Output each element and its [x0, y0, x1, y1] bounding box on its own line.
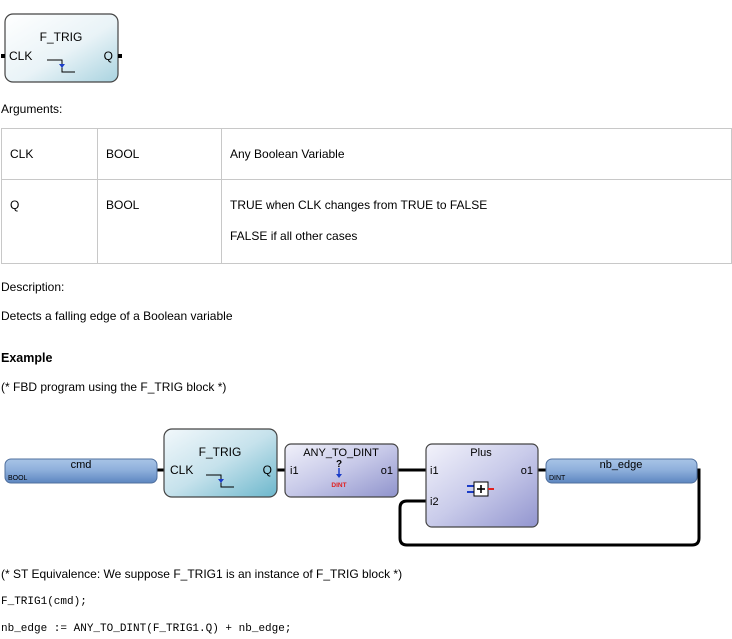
argument-description: Any Boolean Variable — [230, 147, 345, 161]
plus-input1-label: i1 — [430, 465, 439, 477]
top-block-output-label: Q — [104, 49, 113, 63]
plus-block-title: Plus — [470, 447, 492, 459]
argument-type: BOOL — [106, 198, 140, 212]
addition-operator-icon — [467, 481, 494, 497]
ftrig-output-label: Q — [263, 463, 272, 477]
input-variable-name: cmd — [71, 459, 92, 471]
any-type-question-mark: ? — [336, 459, 342, 470]
output-variable-nb-edge[interactable]: nb_edge DINT — [545, 458, 698, 484]
type-conversion-arrow-icon — [336, 468, 342, 478]
plus-output-label: o1 — [521, 465, 533, 477]
example-heading: Example — [1, 351, 53, 365]
top-ftrig-block: F_TRIG CLK Q — [1, 13, 122, 83]
ftrig-block-title: F_TRIG — [199, 445, 242, 459]
st-code-line: F_TRIG1(cmd); — [1, 596, 87, 608]
top-clk-pin — [1, 54, 5, 58]
output-variable-type: DINT — [549, 475, 566, 482]
output-variable-name: nb_edge — [600, 459, 643, 471]
wires — [157, 468, 701, 547]
argument-type: BOOL — [106, 147, 140, 161]
any-to-dint-target-type: DINT — [331, 482, 346, 489]
table-row: Q BOOL TRUE when CLK changes from TRUE t… — [1, 179, 732, 264]
argument-description: TRUE when CLK changes from TRUE to FALSE — [230, 198, 488, 212]
any-to-dint-block[interactable]: ANY_TO_DINT i1 o1 ? DINT — [284, 443, 399, 498]
table-row: CLK BOOL Any Boolean Variable — [1, 128, 732, 180]
description-text: Detects a falling edge of a Boolean vari… — [1, 309, 233, 323]
any-to-dint-output-label: o1 — [381, 465, 393, 477]
falling-edge-icon — [47, 59, 75, 73]
arguments-heading: Arguments: — [1, 102, 63, 116]
plus-input2-label: i2 — [430, 496, 439, 508]
input-variable-type: BOOL — [8, 475, 28, 482]
any-to-dint-title: ANY_TO_DINT — [303, 447, 379, 459]
plus-block[interactable]: Plus i1 i2 o1 — [425, 443, 539, 528]
top-block-input-label: CLK — [9, 49, 32, 63]
st-comment: (* ST Equivalence: We suppose F_TRIG1 is… — [1, 567, 403, 581]
argument-name: CLK — [10, 147, 34, 161]
st-code-line: nb_edge := ANY_TO_DINT(F_TRIG1.Q) + nb_e… — [1, 623, 292, 635]
ftrig-input-label: CLK — [170, 463, 193, 477]
top-q-pin — [118, 54, 122, 58]
argument-description: FALSE if all other cases — [230, 229, 358, 243]
arguments-table: CLK BOOL Any Boolean Variable Q BOOL TRU… — [1, 128, 732, 264]
fbd-comment: (* FBD program using the F_TRIG block *) — [1, 380, 227, 394]
any-to-dint-input-label: i1 — [290, 465, 299, 477]
ftrig-block[interactable]: F_TRIG CLK Q — [163, 428, 278, 498]
wire-feedback-loop — [398, 468, 701, 547]
description-heading: Description: — [1, 280, 65, 294]
top-block-title: F_TRIG — [40, 30, 83, 44]
argument-name: Q — [10, 198, 20, 212]
falling-edge-icon — [206, 474, 234, 488]
input-variable-cmd[interactable]: cmd BOOL — [4, 458, 158, 484]
